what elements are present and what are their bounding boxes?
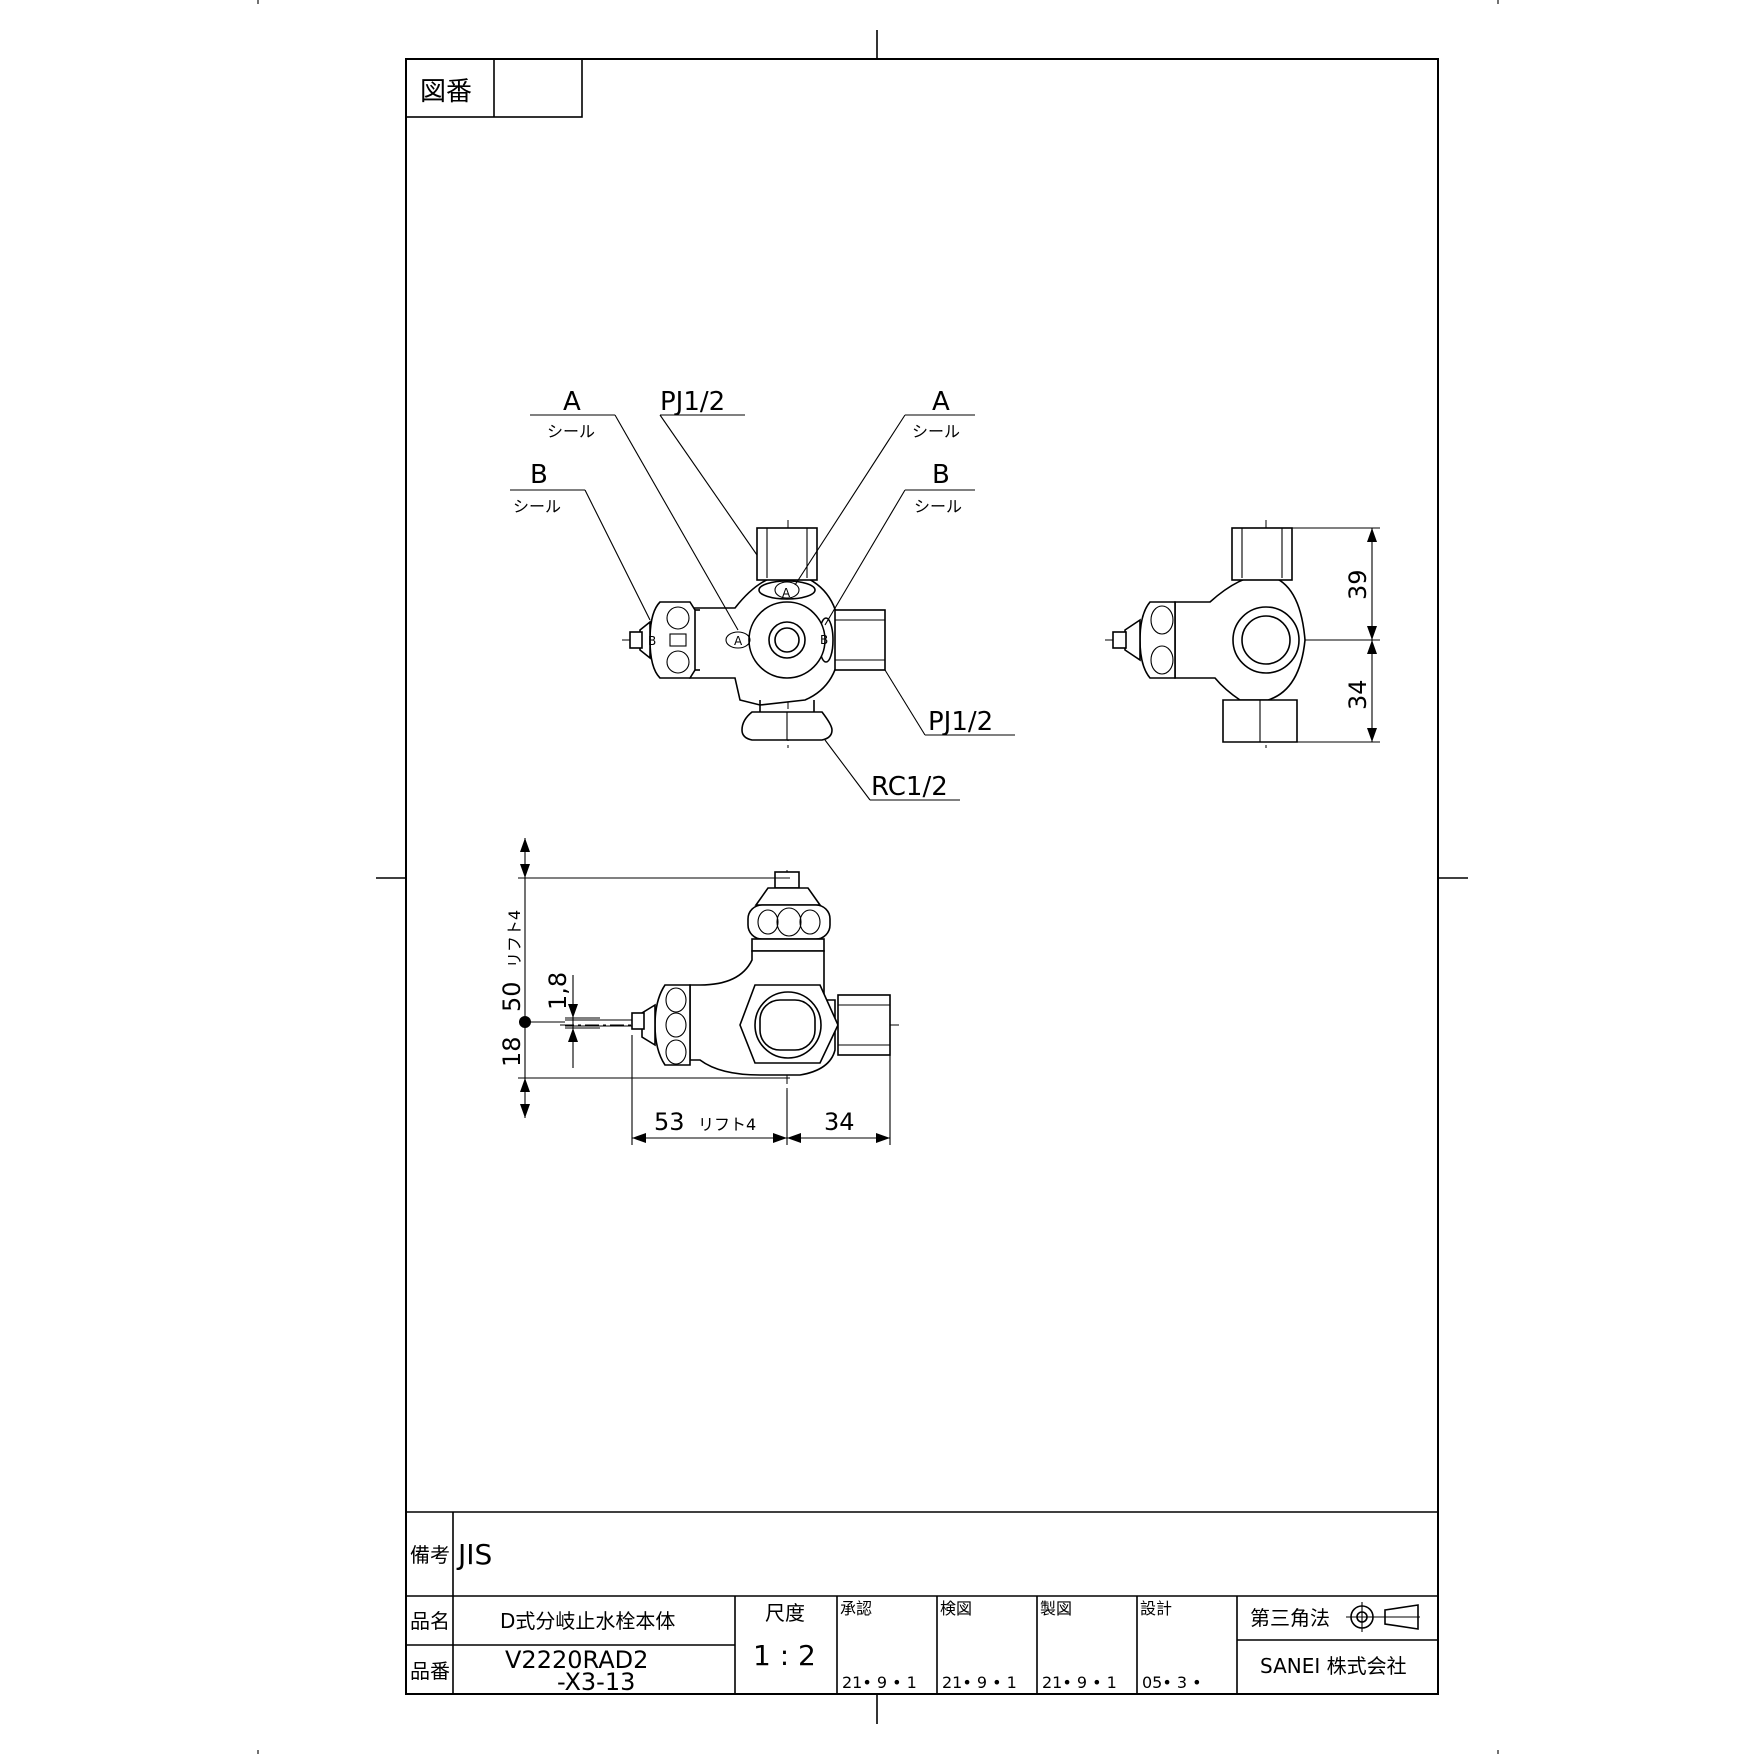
callout-b-right: B xyxy=(932,460,950,490)
dim-34-vertical: 34 xyxy=(1344,679,1372,710)
dim-53: 53 xyxy=(654,1108,685,1136)
callout-rc: RC1/2 xyxy=(871,772,948,802)
front-view-callouts: A シール PJ1/2 A シール B シール B シール PJ1/2 RC1/… xyxy=(510,387,1015,802)
dim-34-horizontal: 34 xyxy=(824,1108,855,1136)
svg-text:B: B xyxy=(820,633,828,647)
callout-a-left-sub: シール xyxy=(547,422,595,441)
dim-39: 39 xyxy=(1344,569,1372,600)
drawn-date: 21• 9 • 1 xyxy=(1042,1673,1117,1692)
projection-label: 第三角法 xyxy=(1250,1606,1330,1630)
dim-lift-horizontal: リフト4 xyxy=(698,1115,756,1134)
side-view xyxy=(1105,520,1306,748)
third-angle-projection-icon xyxy=(1346,1602,1420,1632)
svg-text:A: A xyxy=(734,634,743,648)
callout-pj-right: PJ1/2 xyxy=(928,707,993,737)
callout-a-left: A xyxy=(563,387,581,417)
design-date: 05• 3 • xyxy=(1142,1673,1202,1692)
name-label: 品名 xyxy=(410,1609,450,1633)
front-view: A A B B xyxy=(622,520,886,748)
callout-a-right: A xyxy=(932,387,950,417)
callout-a-right-sub: シール xyxy=(912,422,960,441)
top-view-dimensions: 50 リフト4 18 1,8 53 リフト4 34 xyxy=(498,838,891,1145)
side-view-dimensions: 39 34 xyxy=(1292,527,1380,743)
sheet-frame xyxy=(257,0,1499,1754)
dim-50: 50 xyxy=(498,981,526,1012)
callout-b-left-sub: シール xyxy=(513,497,561,516)
part-label: 品番 xyxy=(410,1659,450,1683)
svg-text:A: A xyxy=(782,586,791,600)
check-label: 検図 xyxy=(940,1599,972,1618)
scale-label: 尺度 xyxy=(765,1601,805,1625)
remarks-value: JIS xyxy=(456,1538,492,1571)
callout-b-left: B xyxy=(530,460,548,490)
remarks-label: 備考 xyxy=(410,1543,450,1567)
drawing-number-box: 図番 xyxy=(405,58,583,118)
design-label: 設計 xyxy=(1140,1599,1172,1618)
approval-label: 承認 xyxy=(840,1599,872,1618)
drawn-label: 製図 xyxy=(1040,1599,1072,1618)
part-number-line-2: -X3-13 xyxy=(557,1668,635,1696)
dim-1-8: 1,8 xyxy=(544,972,572,1010)
approval-date: 21• 9 • 1 xyxy=(842,1673,917,1692)
dim-lift-vertical: リフト4 xyxy=(505,910,524,968)
dim-18: 18 xyxy=(498,1036,526,1067)
product-name: D式分岐止水栓本体 xyxy=(500,1609,675,1633)
svg-text:B: B xyxy=(648,634,656,648)
title-block: 備考 JIS 品名 D式分岐止水栓本体 品番 V2220RAD2 -X3-13 … xyxy=(406,1511,1438,1696)
check-date: 21• 9 • 1 xyxy=(942,1673,1017,1692)
scale-value: 1 : 2 xyxy=(753,1639,816,1672)
drawing-number-label: 図番 xyxy=(420,77,472,107)
callout-b-right-sub: シール xyxy=(914,497,962,516)
part-number-line-1: V2220RAD2 xyxy=(505,1646,648,1674)
callout-pj-top: PJ1/2 xyxy=(660,387,725,417)
top-view xyxy=(560,870,900,1090)
company-name: SANEI 株式会社 xyxy=(1260,1654,1407,1678)
